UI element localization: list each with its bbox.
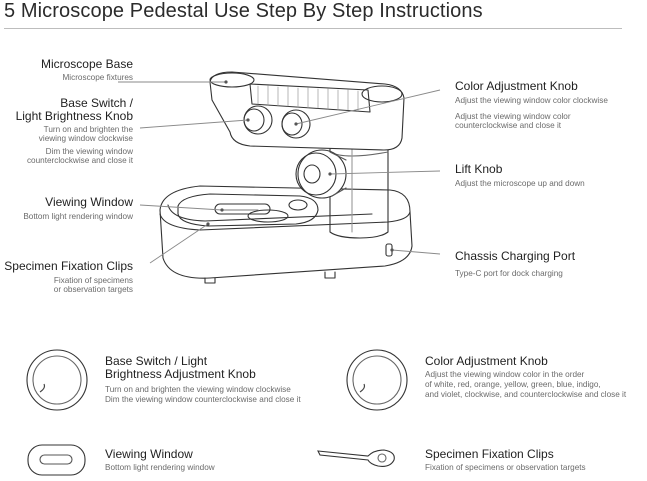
- callout-base-switch-desc-4: counterclockwise and close it: [26, 156, 133, 165]
- callout-lift-knob-label: Lift Knob: [455, 162, 503, 176]
- callout-microscope-base-desc: Microscope fixtures: [62, 73, 133, 82]
- detail-base-switch-desc-2: Dim the viewing window counterclockwise …: [105, 395, 301, 404]
- stage-area: [177, 193, 319, 227]
- callout-base-switch-desc-3: Dim the viewing window: [45, 147, 133, 156]
- detail-specimen-clips-desc: Fixation of specimens or observation tar…: [425, 463, 586, 472]
- lift-knob: [295, 149, 347, 199]
- detail-base-switch-title-2: Brightness Adjustment Knob: [105, 367, 256, 381]
- detail-specimen-clips-title: Specimen Fixation Clips: [425, 447, 554, 461]
- detail-color-knob-desc-1: Adjust the viewing window color in the o…: [425, 370, 585, 379]
- detail-color-knob-desc-2: of white, red, orange, yellow, green, bl…: [425, 380, 601, 389]
- detail-color-knob-title: Color Adjustment Knob: [425, 354, 548, 368]
- callout-base-switch-label-line1: Base Switch /: [60, 96, 133, 110]
- callout-color-knob-desc-1: Adjust the viewing window color clockwis…: [455, 96, 608, 105]
- microscope-head: [209, 71, 405, 151]
- callout-base-switch-desc-1: Turn on and brighten the: [43, 125, 133, 134]
- color-knob-icon: [346, 349, 408, 411]
- base-switch-knob-icon: [26, 349, 88, 411]
- callout-lift-knob-desc: Adjust the microscope up and down: [455, 179, 585, 188]
- callout-charging-port-desc: Type-C port for dock charging: [455, 269, 563, 278]
- detail-color-knob-desc-3: and violet, clockwise, and counterclockw…: [425, 390, 627, 399]
- callout-specimen-clips-desc-1: Fixation of specimens: [53, 276, 133, 285]
- specimen-clip-icon: [317, 449, 395, 467]
- detail-viewing-window-title: Viewing Window: [105, 447, 193, 461]
- callout-color-knob-desc-3: counterclockwise and close it: [455, 121, 562, 130]
- pedestal-base-plate: [159, 185, 413, 284]
- callout-viewing-window-label: Viewing Window: [45, 195, 133, 209]
- detail-viewing-window-desc: Bottom light rendering window: [105, 463, 215, 472]
- detail-base-switch-title-1: Base Switch / Light: [105, 354, 208, 368]
- detail-base-switch-desc-1: Turn on and brighten the viewing window …: [105, 385, 291, 394]
- viewing-window-icon: [27, 444, 86, 476]
- callout-specimen-clips-desc-2: or observation targets: [53, 285, 133, 294]
- callout-color-knob-label: Color Adjustment Knob: [455, 79, 578, 93]
- callout-base-switch-label-line2: Light Brightness Knob: [15, 109, 133, 123]
- callout-charging-port-label: Chassis Charging Port: [455, 249, 576, 263]
- callout-base-switch-desc-2: viewing window clockwise: [38, 134, 133, 143]
- callout-viewing-window-desc: Bottom light rendering window: [23, 212, 133, 221]
- callout-microscope-base-label: Microscope Base: [40, 57, 133, 71]
- title-divider: [4, 28, 622, 29]
- page-title: 5 Microscope Pedestal Use Step By Step I…: [4, 0, 483, 22]
- callout-color-knob-desc-2: Adjust the viewing window color: [455, 112, 571, 121]
- callout-specimen-clips-label: Specimen Fixation Clips: [4, 259, 133, 273]
